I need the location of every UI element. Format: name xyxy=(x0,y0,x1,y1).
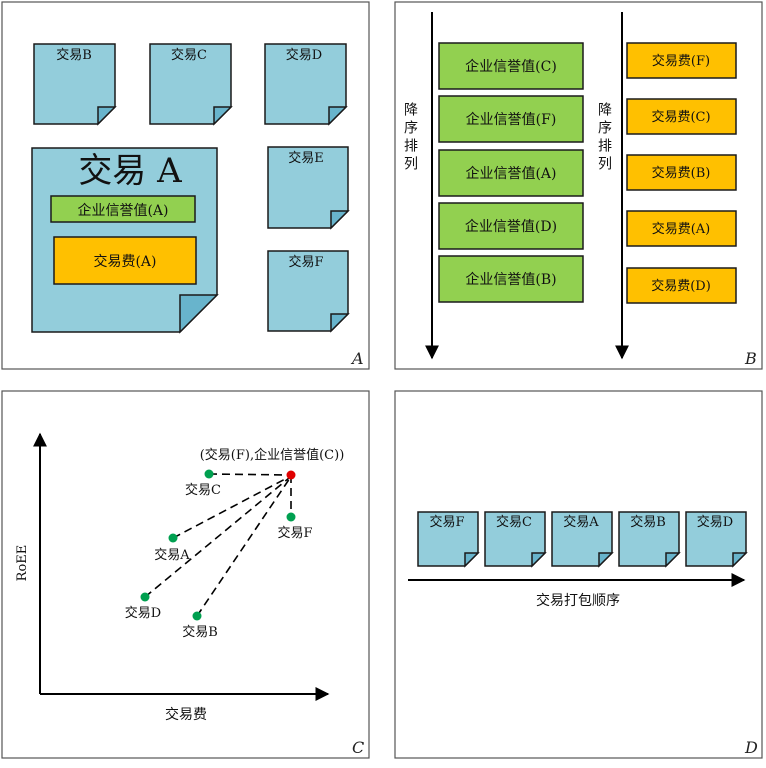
sort-label: 降序排列 xyxy=(596,102,612,174)
panel-a: 交易B 交易C 交易D 交易E 交易F 交易 A 企业信誉值(A) 交易费(A)… xyxy=(1,1,370,370)
point-f xyxy=(286,512,296,522)
note-label: 交易B xyxy=(630,514,666,530)
credit-item: 企业信誉值(F) xyxy=(466,111,557,128)
credit-item: 企业信誉值(D) xyxy=(465,218,557,235)
point-c xyxy=(204,469,214,479)
point-d xyxy=(140,592,150,602)
credit-list: 企业信誉值(C) 企业信誉值(F) 企业信誉值(A) 企业信誉值(D) 企业信誉… xyxy=(438,42,584,303)
credit-item: 企业信誉值(A) xyxy=(465,165,556,182)
ordered-note: 交易B xyxy=(618,511,681,568)
point-label: 交易D xyxy=(125,605,161,621)
fee-item: 交易费(D) xyxy=(651,278,711,294)
point-a xyxy=(168,533,178,543)
fee-label: 交易费(A) xyxy=(93,253,156,270)
sort-label: 降序排列 xyxy=(402,102,418,174)
fee-item: 交易费(B) xyxy=(652,165,711,181)
note-label: 交易D xyxy=(697,514,733,530)
note-b: 交易B xyxy=(33,43,117,126)
x-axis-label: 交易费 xyxy=(165,706,207,723)
note-e: 交易E xyxy=(267,146,350,230)
note-label: 交易D xyxy=(286,47,322,63)
panel-b: 降序排列 降序排列 企业信誉值(C) 企业信誉值(F) 企业信誉值(A) 企业信… xyxy=(394,1,763,370)
point-label: 交易A xyxy=(154,547,190,563)
ordered-note: 交易F xyxy=(417,511,480,568)
order-label: 交易打包顺序 xyxy=(536,592,620,609)
note-label: 交易A xyxy=(563,514,599,530)
panel-d: 交易F 交易C 交易A 交易B 交易D 交易打包顺序 D xyxy=(394,390,763,759)
note-main-a: 交易 A 企业信誉值(A) 交易费(A) xyxy=(31,147,219,334)
fee-item: 交易费(F) xyxy=(652,53,710,69)
main-note-title: 交易 A xyxy=(78,151,182,191)
note-label: 交易C xyxy=(171,47,207,63)
note-f: 交易F xyxy=(267,250,350,333)
panel-c: RoEE 交易费 (交易(F),企业信誉值(C)) 交易C 交易A 交易D 交易… xyxy=(1,390,370,759)
panel-tag: C xyxy=(352,738,364,757)
ordered-note: 交易C xyxy=(484,511,547,568)
note-c: 交易C xyxy=(149,43,233,126)
target-label: (交易(F),企业信誉值(C)) xyxy=(200,447,345,463)
fee-item: 交易费(A) xyxy=(652,221,711,237)
ordered-note: 交易A xyxy=(551,511,614,568)
note-d: 交易D xyxy=(264,43,348,126)
point-b xyxy=(192,611,202,621)
point-label: 交易C xyxy=(185,482,221,498)
panel-tag: B xyxy=(744,349,757,368)
fee-list: 交易费(F) 交易费(C) 交易费(B) 交易费(A) 交易费(D) xyxy=(626,42,737,304)
credit-label: 企业信誉值(A) xyxy=(77,202,168,219)
credit-item: 企业信誉值(B) xyxy=(465,271,556,288)
note-label: 交易F xyxy=(288,254,323,270)
target-point xyxy=(286,470,296,480)
y-axis-label: RoEE xyxy=(15,545,30,582)
point-label: 交易F xyxy=(277,525,312,541)
fee-item: 交易费(C) xyxy=(651,109,710,125)
ordered-note: 交易D xyxy=(685,511,748,568)
panel-tag: A xyxy=(350,349,364,368)
point-label: 交易B xyxy=(182,624,218,640)
panel-tag: D xyxy=(744,738,758,757)
credit-item: 企业信誉值(C) xyxy=(465,58,557,75)
note-label: 交易B xyxy=(56,47,92,63)
note-label: 交易F xyxy=(429,514,464,530)
note-label: 交易E xyxy=(288,150,324,166)
note-label: 交易C xyxy=(496,514,532,530)
